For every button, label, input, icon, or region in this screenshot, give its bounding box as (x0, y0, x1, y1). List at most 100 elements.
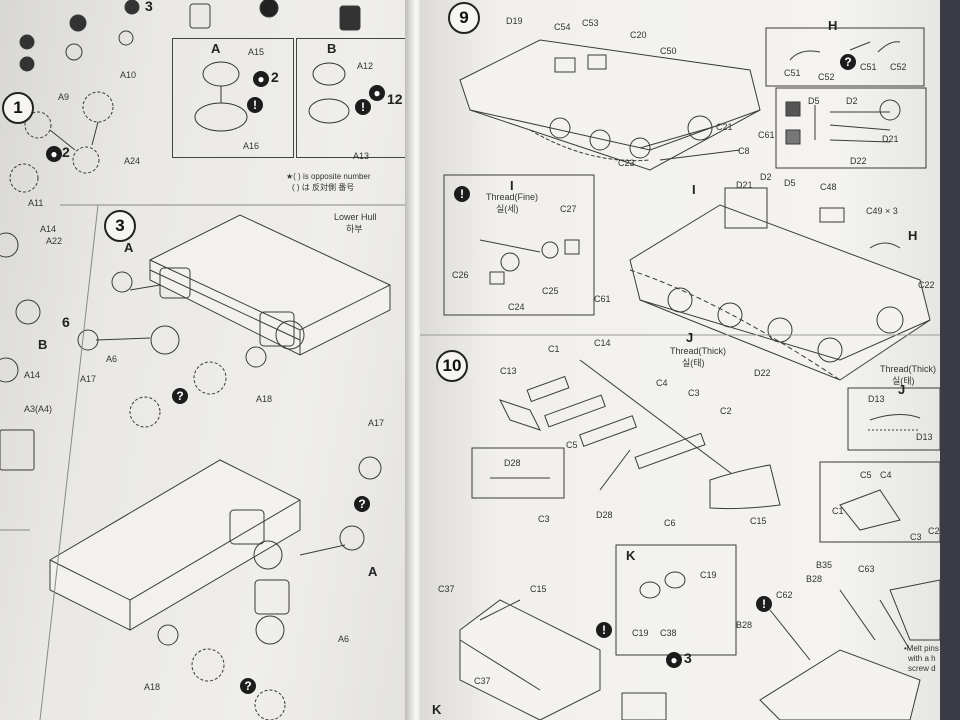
sub-box-a: A A15 A16 ● 2 ! (172, 38, 294, 158)
question-icon: ? (172, 388, 188, 404)
part-c14: C14 (594, 338, 611, 348)
part-c23: C23 (618, 158, 635, 168)
part-d28: D28 (596, 510, 613, 520)
sub-box-i-title: I (510, 178, 514, 193)
sub-box-b: B A12 A13 ● 12 ! (296, 38, 410, 161)
caution-icon: ! (596, 622, 612, 638)
melt-pins-note-1: •Melt pins (904, 644, 939, 653)
part-d13-b: D13 (916, 432, 933, 442)
part-c63: C63 (858, 564, 875, 574)
opposite-number-note: ★( ) is opposite number (286, 172, 371, 181)
part-c51: C51 (784, 68, 801, 78)
part-c51-b: C51 (860, 62, 877, 72)
part-c52-b: C52 (890, 62, 907, 72)
part-c20: C20 (630, 30, 647, 40)
question-icon: ? (840, 54, 856, 70)
glue-icon: ● (369, 85, 385, 101)
lower-label-k: K (432, 702, 442, 717)
sub-box-b-quantity: 12 (387, 91, 403, 107)
left-manual-page: 3 A A15 A16 ● 2 ! B A12 A13 ● 12 ! ★( ) … (0, 0, 410, 720)
part-a13: A13 (353, 151, 370, 161)
left-edge-label-b: B (38, 337, 48, 352)
sub-box-a-quantity: 2 (271, 69, 279, 85)
caution-icon: ! (756, 596, 772, 612)
step-1-number: 1 (2, 92, 34, 124)
wheel-drawing-a (194, 61, 248, 132)
part-a22: A22 (46, 236, 63, 246)
part-c5: C5 (566, 440, 578, 450)
part-a12: A12 (357, 61, 374, 71)
part-a3-a4: A3(A4) (24, 404, 53, 414)
part-b28-b: B28 (736, 620, 753, 630)
sub-box-h-title: H (828, 18, 838, 33)
glue-icon: ● (46, 146, 62, 162)
step-10-number: 10 (436, 350, 468, 382)
question-icon: ? (240, 678, 256, 694)
part-c21: C21 (716, 122, 733, 132)
part-c5-box: C5 (860, 470, 872, 480)
part-c2: C2 (720, 406, 732, 416)
part-d5-hull: D5 (784, 178, 796, 188)
part-c13: C13 (500, 366, 517, 376)
part-c3-box: C3 (910, 532, 922, 542)
glue-icon: ● (253, 71, 269, 87)
part-d5: D5 (808, 96, 820, 106)
caution-icon: ! (454, 186, 470, 202)
part-c54: C54 (554, 22, 571, 32)
part-a15: A15 (248, 47, 265, 57)
part-c38: C38 (660, 628, 677, 638)
thread-fine-label: Thread(Fine) (486, 192, 539, 202)
box-j-thread-label: Thread(Thick) (880, 364, 937, 374)
part-c27: C27 (560, 204, 577, 214)
part-c53: C53 (582, 18, 599, 28)
part-d2-hull: D2 (760, 172, 772, 182)
part-c2-box: C2 (928, 526, 940, 536)
part-c8: C8 (738, 146, 750, 156)
hull-label-j: J (686, 330, 694, 345)
thread-fine-label-ko: 실(세) (496, 204, 519, 214)
part-c19-b: C19 (632, 628, 649, 638)
part-c3: C3 (688, 388, 700, 398)
lower-hull-label-ko: 하부 (346, 224, 363, 234)
part-d22: D22 (850, 156, 867, 166)
part-a16: A16 (243, 141, 260, 151)
part-b28: B28 (806, 574, 823, 584)
step-1-quantity: 2 (62, 144, 70, 160)
part-c19: C19 (700, 570, 717, 580)
glue-icon: ● (666, 652, 682, 668)
part-a18-lower: A18 (144, 682, 161, 692)
right-manual-page: 9 D19 C54 C53 C20 C50 C21 C8 C23 C61 H C… (420, 0, 940, 720)
hull-label-i: I (692, 182, 696, 197)
part-c61-hull: C61 (594, 294, 611, 304)
right-page-line-art (420, 27, 940, 720)
sub-box-b-title: B (327, 41, 337, 56)
part-c24: C24 (508, 302, 525, 312)
part-c15: C15 (750, 516, 767, 526)
part-a17-lower: A17 (368, 418, 385, 428)
part-c49: C49 × 3 (866, 206, 898, 216)
part-d19: D19 (506, 16, 523, 26)
part-d21-hull: D21 (736, 180, 753, 190)
part-a9: A9 (58, 92, 70, 102)
part-c6: C6 (664, 518, 676, 528)
part-c50: C50 (660, 46, 677, 56)
part-a11: A11 (28, 198, 44, 208)
question-icon: ? (354, 496, 370, 512)
part-c4: C4 (656, 378, 668, 388)
part-a6-lower: A6 (338, 634, 350, 644)
part-a18: A18 (256, 394, 273, 404)
lower-hull-label: Lower Hull (334, 212, 377, 222)
left-page-line-art (0, 0, 410, 720)
sub-box-k-quantity: 3 (684, 650, 692, 666)
part-c4-box: C4 (880, 470, 892, 480)
thread-thick-label-ko: 실(태) (682, 358, 705, 368)
part-c25: C25 (542, 286, 559, 296)
opposite-number-note-jp: ( ) は 反対側 番号 (292, 183, 355, 192)
left-edge-quantity: 6 (62, 314, 70, 330)
box-d28-label: D28 (504, 458, 521, 468)
part-a24: A24 (124, 156, 141, 166)
part-a17: A17 (80, 374, 97, 384)
sub-box-k-title: K (626, 548, 636, 563)
sub-box-j-title: J (898, 382, 906, 397)
melt-pins-note-2: with a h (908, 654, 936, 663)
